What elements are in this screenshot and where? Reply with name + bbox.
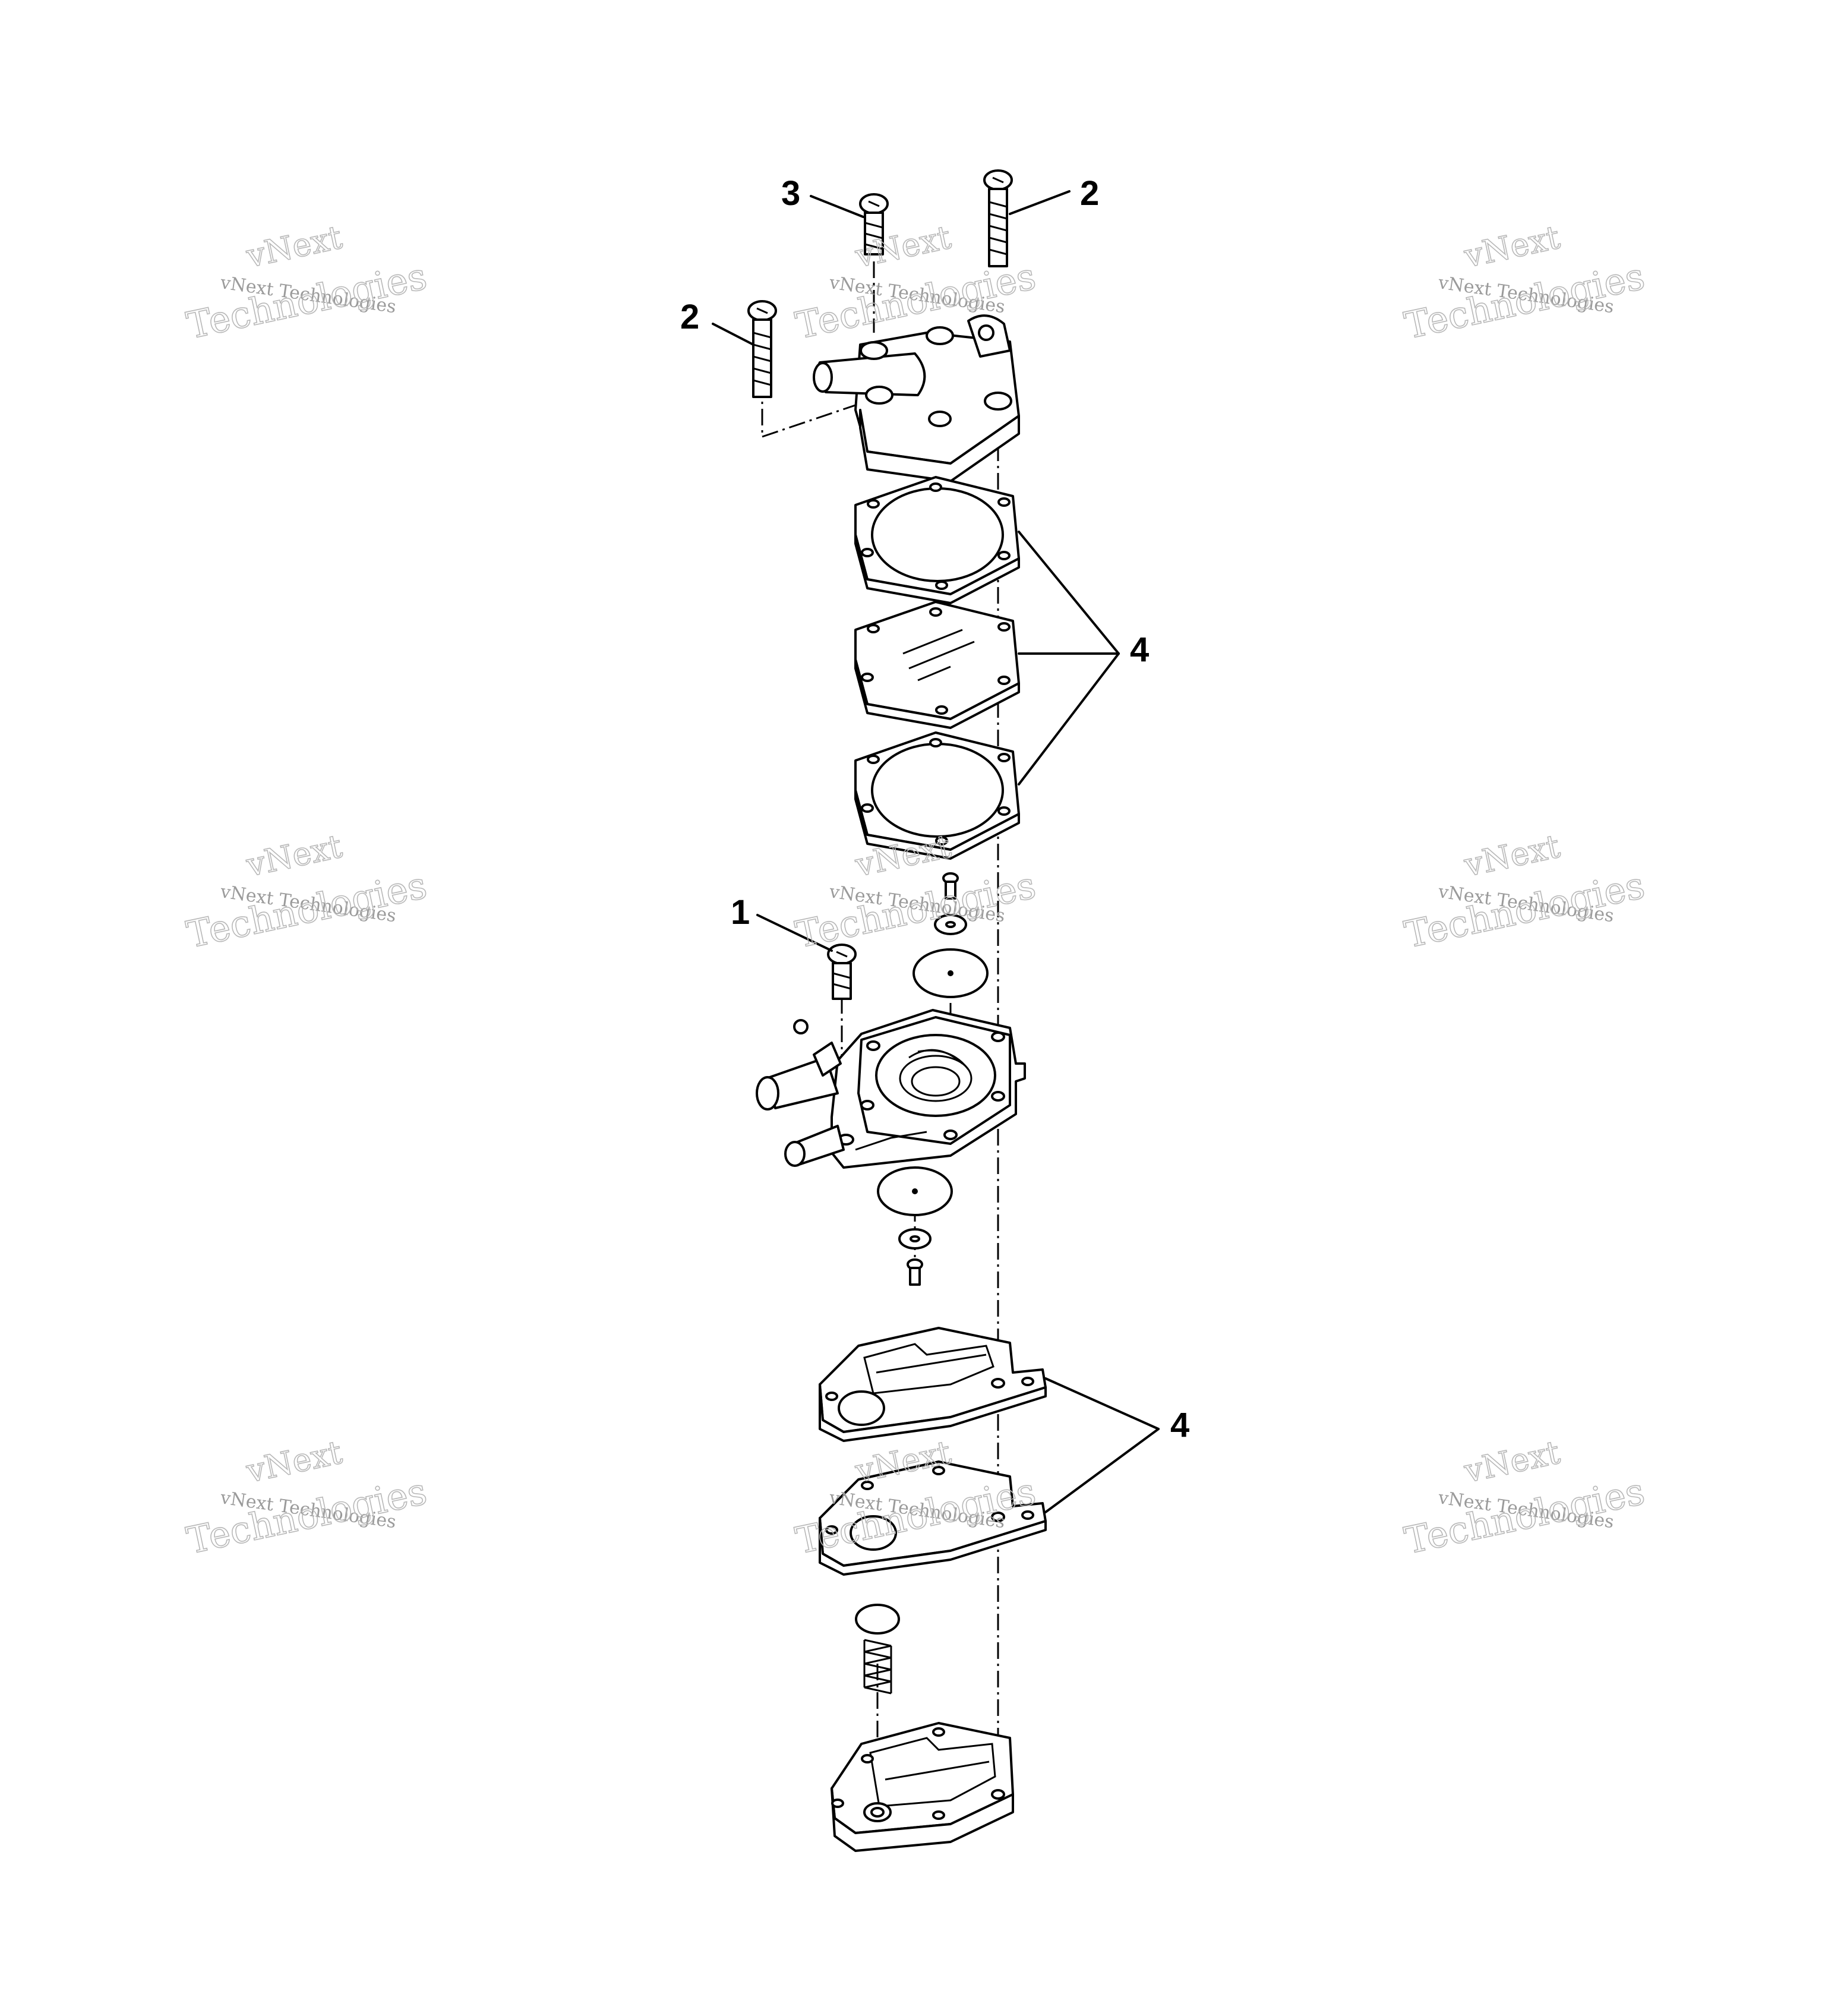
- watermark-line-1: vNext: [243, 1433, 346, 1490]
- watermark: vNext vNext Technologies Technologies: [182, 218, 431, 348]
- callout-2-left: 2: [680, 298, 699, 336]
- watermark: vNext vNext Technologies Technologies: [791, 827, 1040, 957]
- watermark-line-3: Technologies: [183, 1469, 431, 1563]
- watermark: vNext vNext Technologies Technologies: [182, 1433, 431, 1563]
- watermark: vNext vNext Technologies Technologies: [182, 827, 431, 957]
- watermark-line-1: vNext: [1461, 827, 1564, 884]
- screw-item-2-left: [747, 300, 777, 398]
- valve-washer-bottom: [898, 1228, 932, 1250]
- callout-2-right: 2: [1080, 174, 1099, 213]
- leader-lines: [712, 190, 1160, 1513]
- watermark-line-1: vNext: [243, 218, 346, 275]
- callout-1: 1: [731, 893, 750, 932]
- screw-item-3: [859, 193, 889, 255]
- valve-screw-top: [942, 872, 959, 900]
- pump-body: [756, 1009, 1026, 1169]
- watermark-line-3: Technologies: [1401, 1469, 1649, 1563]
- watermark-line-3: Technologies: [792, 863, 1040, 957]
- valve-disc-top: [912, 948, 989, 998]
- pump-top-cover: [813, 314, 1020, 482]
- watermark: vNext vNext Technologies Technologies: [1400, 827, 1649, 957]
- callout-4-upper: 4: [1130, 630, 1149, 669]
- pump-base-plate: [831, 1722, 1014, 1852]
- screw-item-1: [827, 944, 857, 1000]
- watermark-line-1: vNext: [1461, 1433, 1564, 1490]
- gasket-middle: [854, 731, 1020, 860]
- valve-spring: [863, 1639, 892, 1695]
- watermark-line-1: vNext: [243, 827, 346, 884]
- callout-3: 3: [781, 174, 800, 213]
- watermark-line-3: Technologies: [1401, 863, 1649, 957]
- watermark-line-3: Technologies: [183, 254, 431, 348]
- gasket-lower-1: [819, 1327, 1047, 1442]
- callout-labels: 1 2 2 3 4 4: [680, 174, 1189, 1444]
- diaphragm: [854, 601, 1020, 729]
- check-valve-disc: [855, 1604, 900, 1635]
- valve-washer-top: [934, 914, 967, 935]
- watermark: vNext vNext Technologies Technologies: [1400, 218, 1649, 348]
- valve-disc-bottom: [877, 1166, 953, 1216]
- valve-screw-bottom: [907, 1258, 923, 1286]
- watermark-line-3: Technologies: [1401, 254, 1649, 348]
- callout-4-lower: 4: [1170, 1406, 1189, 1444]
- watermark: vNext vNext Technologies Technologies: [1400, 1433, 1649, 1563]
- screw-item-2-right: [983, 169, 1013, 267]
- watermark-line-1: vNext: [1461, 218, 1564, 275]
- gasket-lower-2: [819, 1460, 1047, 1576]
- gasket-top: [854, 476, 1020, 604]
- watermark-line-3: Technologies: [183, 863, 431, 957]
